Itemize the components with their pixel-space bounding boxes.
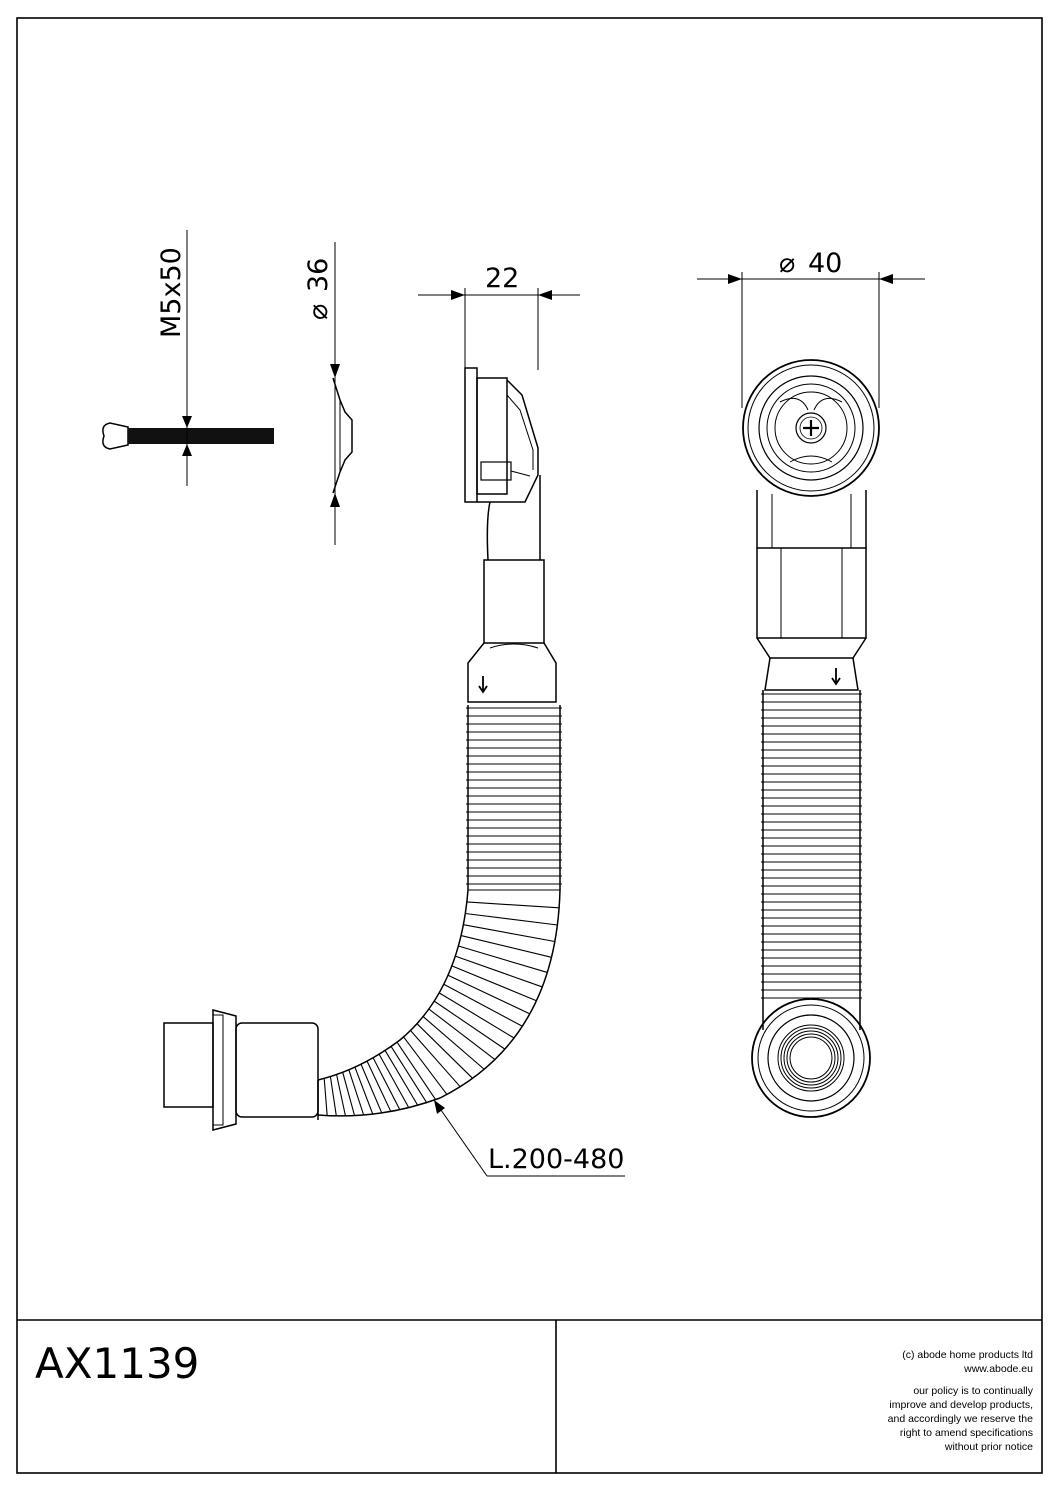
flow-arrow-icon-front bbox=[831, 668, 841, 686]
hose-rib bbox=[342, 1072, 356, 1116]
hose-rib bbox=[323, 1078, 328, 1116]
outlet-ring bbox=[786, 1033, 836, 1083]
sheet-border bbox=[16, 17, 1043, 1474]
outlet-ring bbox=[783, 1030, 839, 1086]
side-view-overflow bbox=[163, 288, 625, 1177]
washer-profile bbox=[332, 377, 353, 494]
diameter-symbol-icon-front: ⌀ bbox=[779, 248, 795, 279]
hose-rib bbox=[329, 1076, 337, 1116]
hose-rib bbox=[458, 945, 548, 973]
hose-rib bbox=[433, 1000, 506, 1050]
front-view-overflow bbox=[697, 272, 925, 1118]
front-hose-ribs bbox=[761, 693, 862, 999]
copyright-line: (c) abode home products ltd bbox=[902, 1349, 1033, 1361]
hose-rib bbox=[438, 992, 515, 1039]
hose-rib bbox=[396, 1041, 437, 1100]
outlet-rings bbox=[780, 1027, 842, 1089]
hose-rib bbox=[372, 1057, 401, 1110]
hose-rib bbox=[384, 1050, 419, 1106]
policy-line: right to amend specifications bbox=[900, 1427, 1033, 1439]
title-block bbox=[17, 1319, 1042, 1473]
diameter-symbol-icon: ⌀ bbox=[303, 304, 334, 320]
hose-rib bbox=[354, 1066, 374, 1115]
screw-head-icon bbox=[795, 412, 827, 444]
hose-rib bbox=[348, 1069, 365, 1116]
bolt-shank bbox=[128, 428, 274, 444]
hose-length-label: L.200-480 bbox=[488, 1144, 624, 1175]
bolt-head bbox=[102, 422, 129, 450]
hose-rib bbox=[428, 1008, 496, 1060]
hose-rib bbox=[360, 1064, 383, 1114]
hose-rib bbox=[390, 1046, 428, 1103]
hose-rib bbox=[443, 983, 523, 1027]
offset-dimension-label: 22 bbox=[485, 263, 519, 294]
side-hose-ribs bbox=[466, 707, 562, 885]
hose-rib bbox=[451, 965, 537, 1002]
notice-text: (c) abode home products ltd www.abode.eu… bbox=[888, 1349, 1034, 1453]
policy-line: our policy is to continually bbox=[913, 1385, 1033, 1397]
policy-line: without prior notice bbox=[944, 1441, 1033, 1453]
policy-line: improve and develop products, bbox=[889, 1399, 1033, 1411]
washer-dimension-label: 36 bbox=[303, 258, 334, 292]
outlet-ring bbox=[789, 1036, 833, 1080]
hose-rib bbox=[460, 935, 552, 958]
hose-rib bbox=[455, 955, 543, 988]
website-line: www.abode.eu bbox=[963, 1363, 1033, 1375]
flow-arrow-icon bbox=[478, 676, 488, 694]
hose-rib bbox=[410, 1030, 461, 1088]
hose-rib bbox=[466, 901, 560, 909]
hose-rib bbox=[336, 1074, 346, 1117]
bend-hose-ribs bbox=[317, 889, 560, 1117]
hose-rib bbox=[416, 1023, 473, 1079]
bolt-view bbox=[102, 230, 274, 486]
policy-line: and accordingly we reserve the bbox=[888, 1413, 1033, 1425]
hose-rib bbox=[463, 924, 555, 943]
hose-rib bbox=[422, 1016, 485, 1070]
washer-view bbox=[330, 242, 353, 545]
hose-rib bbox=[465, 912, 558, 926]
diameter-dimension-label: 40 bbox=[808, 248, 842, 279]
hose-rib bbox=[378, 1053, 410, 1108]
hose-rib bbox=[366, 1060, 392, 1112]
product-code: AX1139 bbox=[35, 1339, 199, 1388]
hose-rib bbox=[447, 974, 531, 1015]
hose-rib bbox=[403, 1036, 448, 1095]
bolt-dimension-label: M5x50 bbox=[156, 247, 187, 338]
outlet-ring bbox=[780, 1027, 842, 1089]
